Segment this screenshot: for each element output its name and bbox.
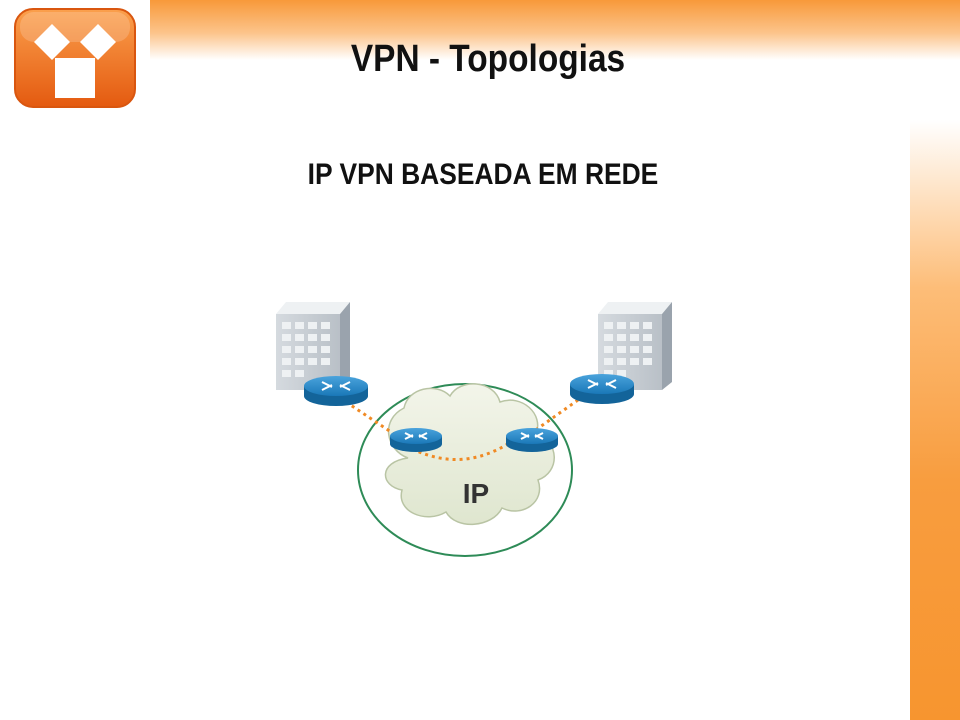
- cloud-icon: [384, 383, 555, 526]
- router-icon: [304, 376, 368, 406]
- cloud-label: IP: [463, 478, 489, 509]
- vpn-topology-diagram: IP: [276, 302, 672, 557]
- router-icon: [570, 374, 634, 404]
- slide-title: VPN - Topologias: [350, 38, 626, 80]
- router-icon: [506, 428, 558, 452]
- side-gradient-band: [910, 120, 960, 720]
- header-gradient-band: [150, 0, 960, 60]
- slide-subtitle: IP VPN BASEADA EM REDE: [307, 158, 659, 191]
- router-icon: [390, 428, 442, 452]
- building-icon: [276, 302, 350, 390]
- logo-icon: [14, 8, 136, 108]
